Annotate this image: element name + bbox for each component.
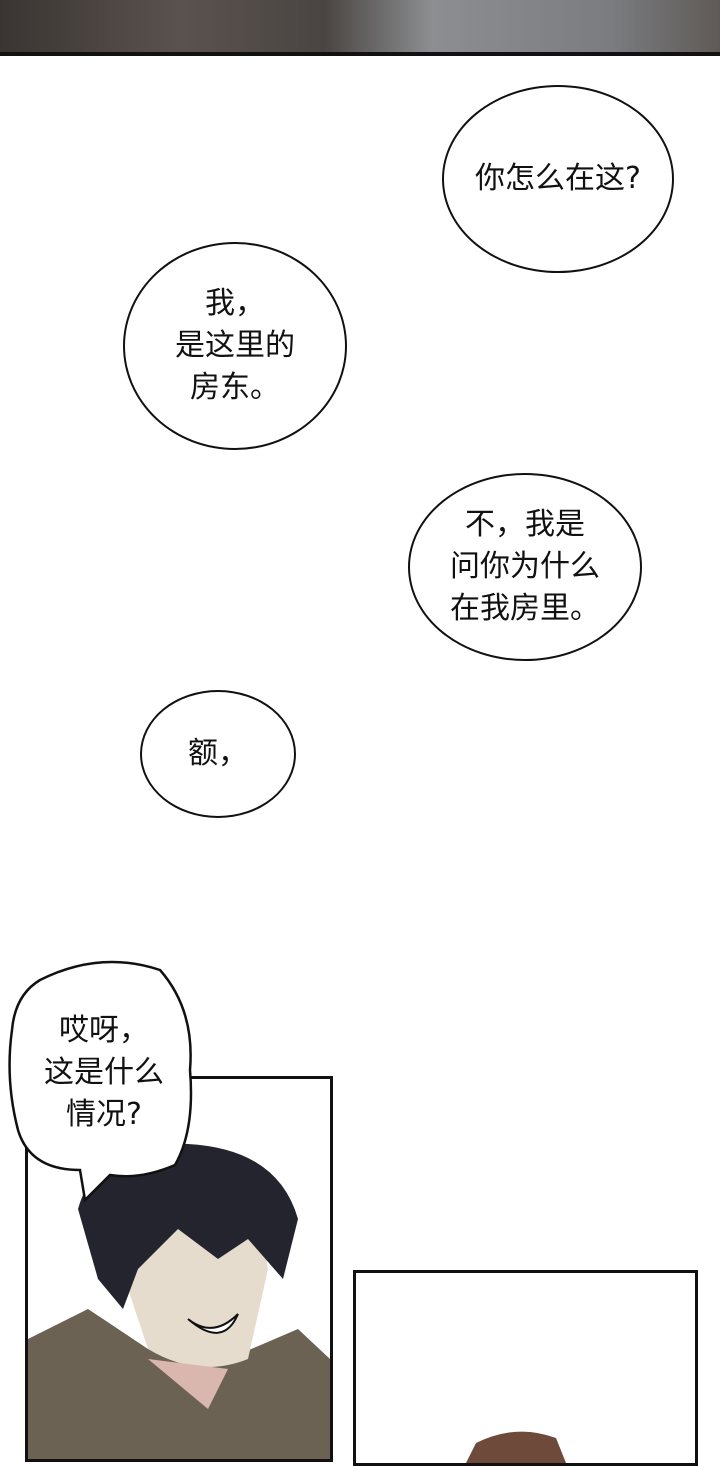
speech-bubble-4: 额， — [140, 690, 296, 818]
speech-bubble-2: 我， 是这里的 房东。 — [123, 242, 347, 450]
comic-panel-right — [353, 1270, 698, 1466]
speech-bubble-1: 你怎么在这? — [442, 85, 674, 273]
bubble-text: 不，我是 问你为什么 在我房里。 — [450, 507, 600, 626]
bubble-text: 你怎么在这? — [475, 161, 641, 196]
character-illustration — [28, 1143, 330, 1459]
bubble-text: 我， 是这里的 房东。 — [175, 286, 295, 405]
bubble-text: 额， — [188, 736, 248, 771]
speech-bubble-3: 不，我是 问你为什么 在我房里。 — [408, 473, 642, 661]
jagged-speech-bubble-shape — [8, 960, 193, 1203]
speech-bubble-5: 哎呀， 这是什么 情况? — [44, 1013, 164, 1132]
top-panel-image — [0, 0, 720, 56]
panel-illustration — [466, 1431, 566, 1463]
